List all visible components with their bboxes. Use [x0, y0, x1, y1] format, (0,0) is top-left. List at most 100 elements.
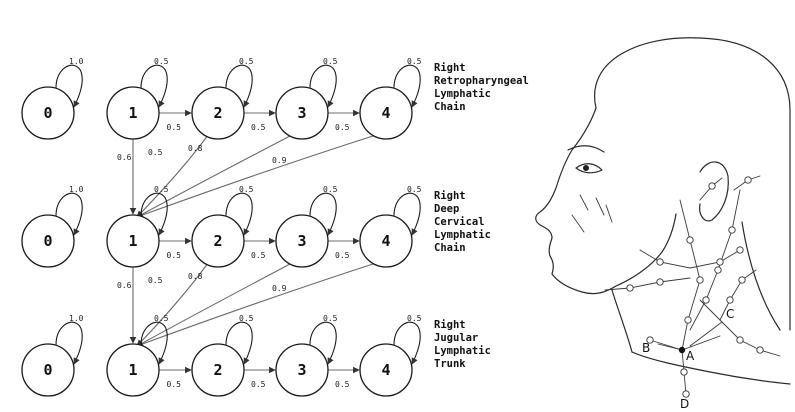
self-loop-prob-label: 0.5 [407, 185, 422, 194]
lymph-node [697, 277, 703, 283]
state-node-label: 3 [298, 104, 307, 122]
chain-title-line: Right [434, 190, 466, 202]
state-node-label: 0 [44, 104, 53, 122]
lymph-node [627, 285, 633, 291]
lymph-node [737, 247, 743, 253]
self-loop-prob-label: 0.5 [323, 57, 338, 66]
self-loop-prob-label: 0.5 [407, 314, 422, 323]
lymph-node [681, 369, 687, 375]
state-node-label: 2 [214, 104, 223, 122]
chain-title-line: Chain [434, 101, 466, 113]
down-prob-label: 0.6 [117, 153, 132, 162]
head-neck-illustration: A B C D [536, 38, 790, 411]
chain-titles: RightRetropharyngealLymphaticChainRightD… [434, 62, 529, 370]
pupil [583, 165, 589, 171]
lymph-node [715, 267, 721, 273]
transition-prob-label: 0.5 [251, 380, 266, 389]
state-node-label: 0 [44, 232, 53, 250]
state-node-label: 3 [298, 361, 307, 379]
chain-title-line: Trunk [434, 358, 466, 370]
self-loop-prob-label: 1.0 [69, 185, 84, 194]
cross-prob-label: 0.9 [272, 156, 287, 165]
self-loop-prob-label: 1.0 [69, 57, 84, 66]
state-node-label: 4 [382, 232, 391, 250]
chain-title-line: Deep [434, 203, 459, 215]
arrow-c-to-a [690, 322, 722, 346]
transition-prob-label: 0.5 [251, 123, 266, 132]
state-node-label: 1 [129, 104, 138, 122]
chain-title-line: Cervical [434, 216, 485, 228]
lymph-vessel [605, 278, 690, 290]
head-outline [595, 38, 790, 330]
lymph-node [757, 347, 763, 353]
cross-prob-label: 0.9 [272, 284, 287, 293]
self-loop-prob-label: 0.5 [323, 314, 338, 323]
lymph-vessel [640, 250, 740, 268]
cross-prob-label: 0.8 [188, 272, 203, 281]
self-loop-prob-label: 0.5 [239, 185, 254, 194]
chain-title-line: Chain [434, 242, 466, 254]
cross-chain-edge [137, 263, 376, 346]
chain-title-line: Lymphatic [434, 229, 491, 241]
point-label-b: B [642, 341, 650, 355]
jaw-line [616, 214, 676, 286]
face-profile [536, 108, 616, 294]
lymph-node [685, 317, 691, 323]
state-node-label: 4 [382, 361, 391, 379]
transition-prob-label: 0.5 [167, 251, 182, 260]
lymph-node [729, 227, 735, 233]
state-node-label: 3 [298, 232, 307, 250]
point-a-marker [679, 347, 685, 353]
self-loop-prob-label: 0.5 [239, 57, 254, 66]
eye [576, 164, 602, 173]
lymph-node [687, 237, 693, 243]
self-loop-prob-label: 0.5 [154, 185, 169, 194]
self-loop-prob-label: 0.5 [407, 57, 422, 66]
transition-prob-label: 0.5 [335, 251, 350, 260]
cross-prob-label: 0.5 [148, 276, 163, 285]
self-loop-prob-label: 0.5 [154, 57, 169, 66]
state-node-label: 1 [129, 361, 138, 379]
cheek-lines [572, 195, 612, 232]
self-loop-prob-label: 0.5 [323, 185, 338, 194]
state-node-label: 0 [44, 361, 53, 379]
transition-prob-label: 0.5 [167, 123, 182, 132]
chain-title-line: Lymphatic [434, 88, 491, 100]
chain-title-line: Jugular [434, 332, 478, 344]
state-node-label: 2 [214, 232, 223, 250]
transition-prob-label: 0.5 [167, 380, 182, 389]
chains-layer: 0.5 0.5 0.5 0.6 0.5 0.8 0.9 1.0 0 0.5 1 0.5 2 0.5 3 0.5… [22, 57, 422, 396]
cross-chain-edge [137, 135, 376, 217]
state-node-label: 2 [214, 361, 223, 379]
down-prob-label: 0.6 [117, 281, 132, 290]
chain-title-line: Lymphatic [434, 345, 491, 357]
chain-title-line: Right [434, 319, 466, 331]
lymph-node [657, 259, 663, 265]
point-label-a: A [686, 349, 695, 363]
lymph-node [703, 297, 709, 303]
cross-prob-label: 0.8 [188, 144, 203, 153]
self-loop-prob-label: 1.0 [69, 314, 84, 323]
lymph-node [727, 297, 733, 303]
transition-prob-label: 0.5 [335, 380, 350, 389]
self-loop-prob-label: 0.5 [239, 314, 254, 323]
point-label-d: D [680, 397, 689, 411]
neck-shoulder [632, 352, 790, 384]
point-label-c: C [726, 307, 734, 321]
lymph-node [737, 337, 743, 343]
cross-prob-label: 0.5 [148, 148, 163, 157]
state-node-label: 1 [129, 232, 138, 250]
arrow-b-to-a [658, 344, 678, 349]
lymph-node [717, 259, 723, 265]
lymph-vessel [680, 200, 700, 350]
state-node-label: 4 [382, 104, 391, 122]
lymph-node [709, 183, 715, 189]
lymph-node [745, 177, 751, 183]
self-loop-prob-label: 0.5 [154, 314, 169, 323]
chain-title-line: Right [434, 62, 466, 74]
lymph-nodes [627, 177, 763, 397]
ear [700, 162, 729, 221]
lymph-vessel [650, 336, 720, 350]
lymph-node [739, 277, 745, 283]
